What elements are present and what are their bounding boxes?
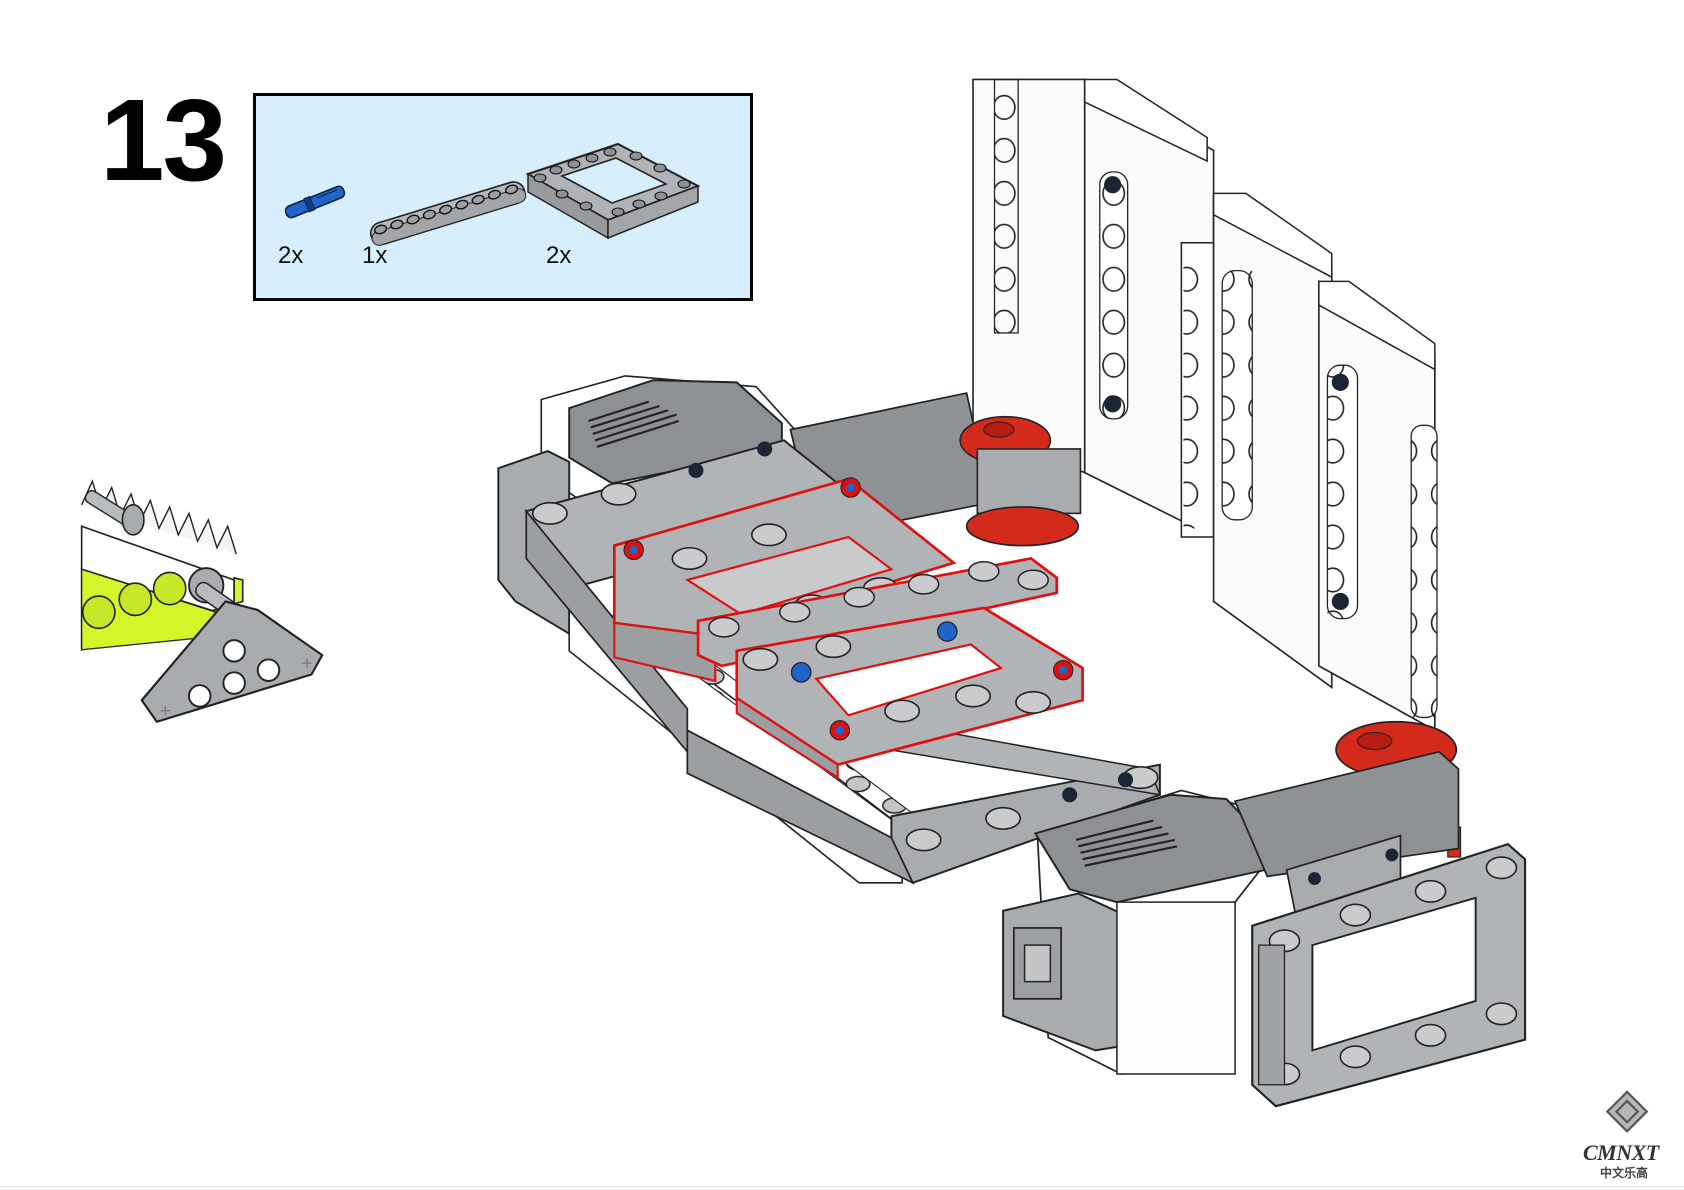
watermark-subtitle: 中文乐高 <box>1600 1166 1649 1180</box>
part-quantity-beam: 1x <box>362 242 388 269</box>
step-number: 13 <box>100 75 227 205</box>
blue-pin-icon <box>284 185 346 219</box>
watermark-brand: CMNXT <box>1583 1140 1659 1165</box>
white-upright-beams <box>972 78 1438 732</box>
cmnxt-logo-icon <box>1605 1090 1649 1133</box>
beam-9-icon <box>369 181 527 246</box>
page-bottom-rule <box>0 1186 1684 1187</box>
part-quantity-pin: 2x <box>278 242 304 269</box>
parts-list-art <box>284 142 701 246</box>
open-frame-icon <box>525 142 701 240</box>
new-open-frame-2 <box>735 606 1084 780</box>
front-open-frame <box>1251 842 1527 1108</box>
side-subassembly: + + <box>80 479 324 723</box>
large-motor-front <box>1002 750 1460 1075</box>
new-beam-9 <box>696 557 1059 668</box>
parts-list-box: 2x 1x 2x <box>253 93 753 301</box>
svg-text:+: + <box>159 701 172 719</box>
svg-text:+: + <box>301 654 314 672</box>
part-quantity-frame: 2x <box>546 242 572 269</box>
red-connector-top <box>959 415 1082 547</box>
